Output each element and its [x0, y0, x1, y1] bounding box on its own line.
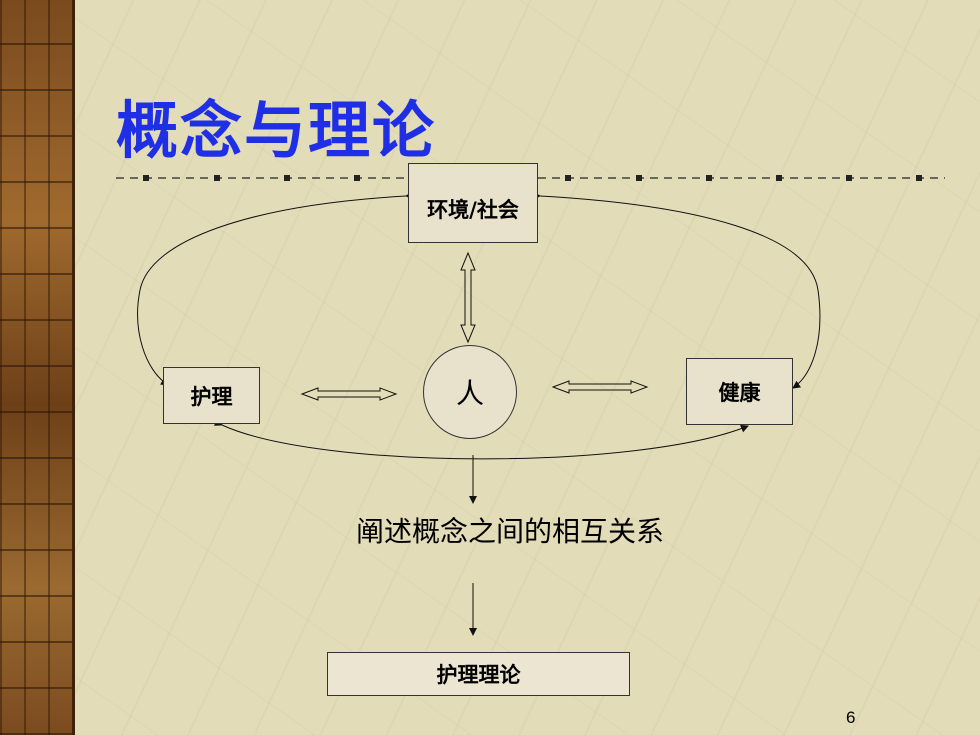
person-circle: 人	[423, 345, 517, 439]
nursing-person-double-arrow	[300, 387, 398, 401]
health-label: 健康	[718, 380, 761, 405]
nursing-theory-label: 护理理论	[436, 663, 521, 687]
page-number: 6	[846, 708, 856, 727]
nursing-health-curve	[213, 418, 749, 460]
title-divider-line	[116, 175, 945, 181]
nursing-theory-box: 护理理论	[327, 652, 630, 696]
person-health-double-arrow	[551, 380, 649, 394]
nursing-box: 护理	[163, 367, 260, 424]
env-nursing-curve	[137, 191, 414, 386]
nursing-label: 护理	[190, 384, 233, 409]
health-box: 健康	[686, 358, 793, 425]
decorative-side-band	[0, 0, 75, 735]
env-person-double-arrow	[460, 251, 476, 344]
person-label: 人	[455, 377, 484, 410]
env-health-curve	[532, 191, 821, 389]
relation-description: 阐述概念之间的相互关系	[356, 515, 665, 548]
slide-title: 概念与理论	[116, 94, 437, 167]
environment-society-label: 环境/社会	[427, 198, 519, 222]
environment-society-box: 环境/社会	[408, 163, 538, 243]
